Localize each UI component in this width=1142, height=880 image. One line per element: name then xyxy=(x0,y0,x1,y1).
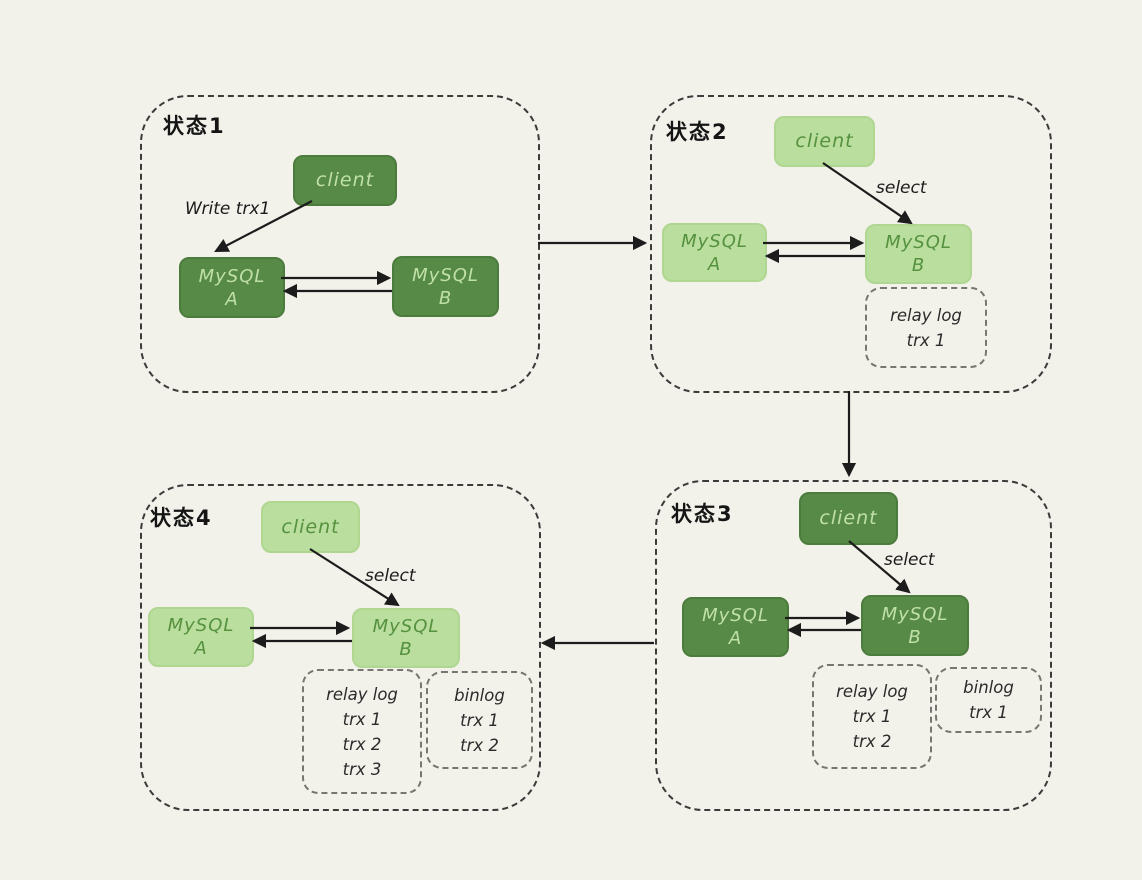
state2-relay-log-title: relay log xyxy=(890,305,962,325)
state4-relay-log-title: relay log xyxy=(326,684,398,704)
state3-client-label: client xyxy=(819,507,878,529)
state1-client-label: client xyxy=(315,169,375,191)
state1-mysql-a-box: MySQL A xyxy=(179,257,285,318)
state2-mysql-b-box: MySQL B xyxy=(865,224,972,284)
state4-binlog-entry2: trx 2 xyxy=(460,735,499,755)
state4-frame xyxy=(140,484,541,811)
state2-relay-log-box: relay log trx 1 xyxy=(865,287,987,368)
state4-mysql-a-line2: A xyxy=(194,638,208,659)
state2-mysql-b-line2: B xyxy=(911,255,926,276)
state4-client-box: client xyxy=(261,501,360,553)
state4-binlog-entry1: trx 1 xyxy=(460,710,499,730)
state2-mysql-a-box: MySQL A xyxy=(662,223,767,282)
state1-client-box: client xyxy=(293,155,397,206)
state4-relay-log-box: relay log trx 1 trx 2 trx 3 xyxy=(302,669,422,794)
state3-mysql-a-line1: MySQL xyxy=(702,605,769,626)
state2-mysql-a-line1: MySQL xyxy=(681,230,748,252)
state3-select-label: select xyxy=(884,550,935,570)
state1-mysql-a-line1: MySQL xyxy=(198,265,266,287)
state3-mysql-b-box: MySQL B xyxy=(861,595,969,656)
state3-mysql-a-line2: A xyxy=(728,628,743,649)
state1-mysql-a-line2: A xyxy=(225,288,239,310)
state2-mysql-b-line1: MySQL xyxy=(885,232,952,253)
state2-title: 状态2 xyxy=(666,120,729,144)
state3-binlog-title: binlog xyxy=(963,678,1014,697)
state3-relay-log-entry1: trx 1 xyxy=(852,707,892,726)
state4-relay-log-entry3: trx 3 xyxy=(342,759,382,779)
state4-relay-log-entry1: trx 1 xyxy=(342,709,382,729)
state3-binlog-entry1: trx 1 xyxy=(969,703,1008,722)
state3-binlog-box: binlog trx 1 xyxy=(935,667,1042,733)
state4-binlog-box: binlog trx 1 trx 2 xyxy=(426,671,533,769)
state3-client-box: client xyxy=(799,492,898,545)
state1-title: 状态1 xyxy=(163,114,226,138)
state1-write-trx1-label: Write trx1 xyxy=(185,199,271,219)
state2-client-label: client xyxy=(795,130,854,152)
state4-mysql-a-box: MySQL A xyxy=(148,607,254,667)
state4-mysql-b-line2: B xyxy=(399,639,413,660)
state3-mysql-a-box: MySQL A xyxy=(682,597,789,657)
state1-mysql-b-box: MySQL B xyxy=(392,256,499,317)
state4-select-label: select xyxy=(365,566,416,586)
state4-binlog-title: binlog xyxy=(454,685,505,705)
state3-title: 状态3 xyxy=(671,502,734,526)
state3-relay-log-box: relay log trx 1 trx 2 xyxy=(812,664,932,769)
state4-mysql-b-line1: MySQL xyxy=(372,616,440,637)
state2-frame xyxy=(650,95,1052,393)
state4-client-label: client xyxy=(281,515,340,538)
state3-mysql-b-line2: B xyxy=(908,626,922,648)
state4-relay-log-entry2: trx 2 xyxy=(342,734,382,754)
state2-relay-log-entry: trx 1 xyxy=(906,330,946,350)
state4-title: 状态4 xyxy=(150,506,213,530)
state2-mysql-a-line2: A xyxy=(707,253,722,275)
state2-client-box: client xyxy=(774,116,875,167)
state4-mysql-a-line1: MySQL xyxy=(167,615,235,636)
state4-mysql-b-box: MySQL B xyxy=(352,608,460,668)
state1-mysql-b-line2: B xyxy=(438,287,453,309)
state1-mysql-b-line1: MySQL xyxy=(412,264,479,286)
state3-relay-log-entry2: trx 2 xyxy=(852,732,892,751)
state3-mysql-b-line1: MySQL xyxy=(881,603,949,625)
state3-frame xyxy=(655,480,1052,811)
state2-select-label: select xyxy=(876,178,927,198)
state3-relay-log-title: relay log xyxy=(836,682,908,701)
